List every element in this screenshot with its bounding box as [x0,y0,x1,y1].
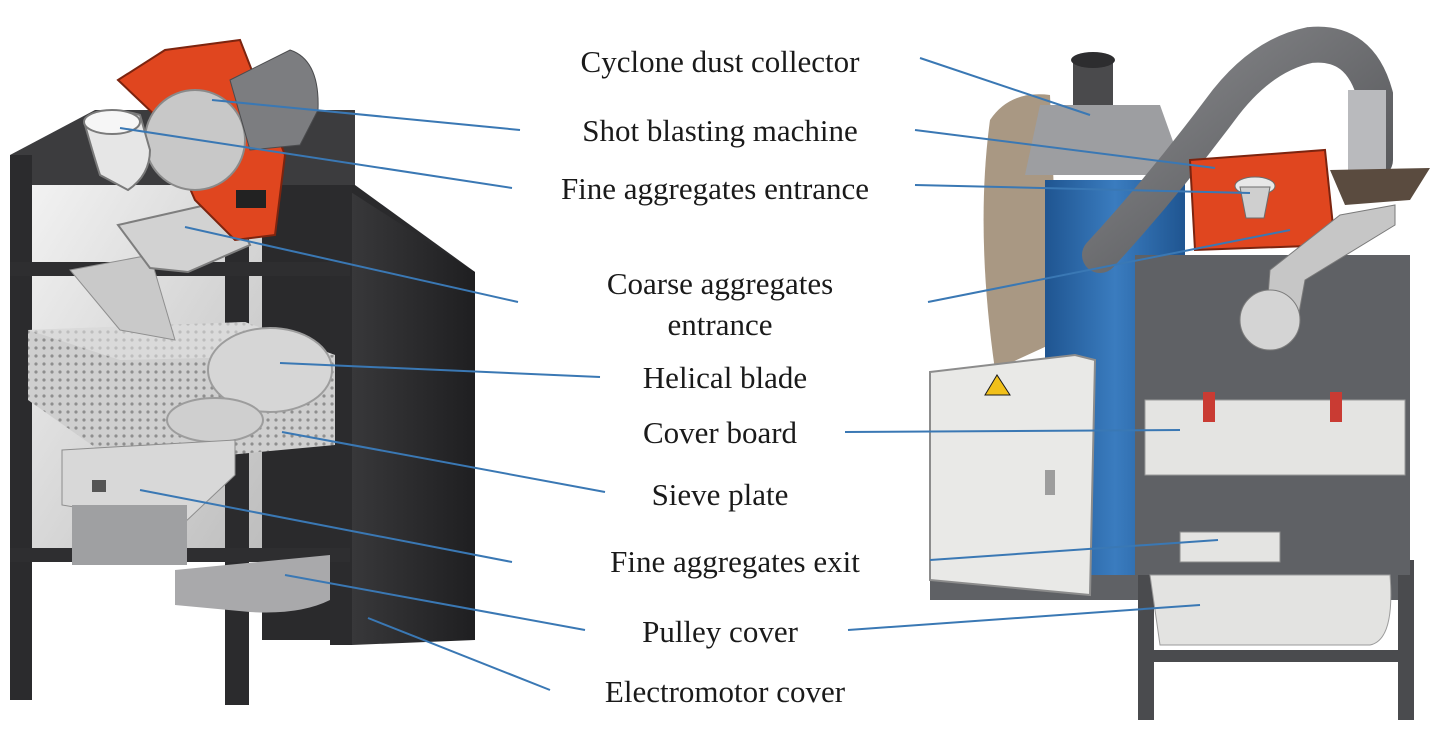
leader-shot-left [211,99,521,131]
cad-model [10,38,475,705]
hose-duct [1348,90,1386,175]
pulley-cover-shape [175,555,330,613]
photo-coarse-flange [1239,289,1301,351]
label-sieve-plate: Sieve plate [651,477,789,512]
hose-hood [1330,168,1430,205]
leader-fine-exit-right [929,539,1219,561]
leader-sieve-plate [281,431,606,493]
cyclone-cap [1071,52,1115,68]
stand-leg [1138,560,1154,720]
exhaust-hose [1082,26,1393,273]
label-pulley-cover: Pulley cover [642,614,798,649]
fine-exit-trough [61,439,236,526]
photo-fine-exit [1179,531,1281,563]
label-cyclone-dust-collector: Cyclone dust collector [580,44,860,79]
latch [1203,392,1215,422]
electrical-door [929,353,1097,597]
label-cover-board: Cover board [642,415,798,450]
electromotor-cover-panel [340,185,475,645]
chute-blade [69,254,176,341]
helical-blade-lower [166,397,264,443]
leader-fine-entrance-right [914,184,1251,194]
label-coarse-aggregates-entrance-line1: Coarse aggregates [606,266,834,301]
label-fine-aggregates-entrance: Fine aggregates entrance [560,171,870,206]
latch [1330,392,1342,422]
leader-lines [119,57,1291,691]
label-coarse-aggregates-entrance-line2: entrance [667,307,773,342]
stand-rail [1138,650,1413,662]
photo-fine-inlet-neck [1239,186,1271,219]
label-fine-aggregates-exit: Fine aggregates exit [610,544,860,579]
leader-helical-blade [279,362,601,378]
leader-cyclone [919,57,1091,116]
cyclone-body [1025,105,1185,175]
warning-sign-icon [984,374,1011,396]
leader-shot-right [914,129,1216,169]
leader-pulley-left [284,574,586,631]
leader-fine-entrance-left [119,127,513,189]
label-shot-blasting-machine: Shot blasting machine [582,113,858,148]
leader-pulley-right [847,604,1201,631]
photo-pulley-cover [1149,574,1392,646]
leader-coarse-right [927,229,1291,303]
bottom-hopper [72,505,187,565]
frame-post-left [10,155,32,700]
photo-model [929,26,1430,720]
photo-coarse-chute [1264,204,1396,336]
leader-coarse-left [184,226,519,303]
motor-nameplate [236,190,266,208]
label-electromotor-cover: Electromotor cover [604,674,846,709]
stand-leg [1398,560,1414,720]
helical-blade-shape [207,327,333,413]
leader-cover-board [844,429,1181,433]
leader-electromotor [367,617,551,691]
door-handle [1045,470,1055,495]
label-helical-blade: Helical blade [642,360,808,395]
leader-fine-exit-left [139,489,513,563]
motor-body [229,49,319,151]
trough-bolt [92,480,106,492]
photo-cover-board [1144,399,1406,476]
